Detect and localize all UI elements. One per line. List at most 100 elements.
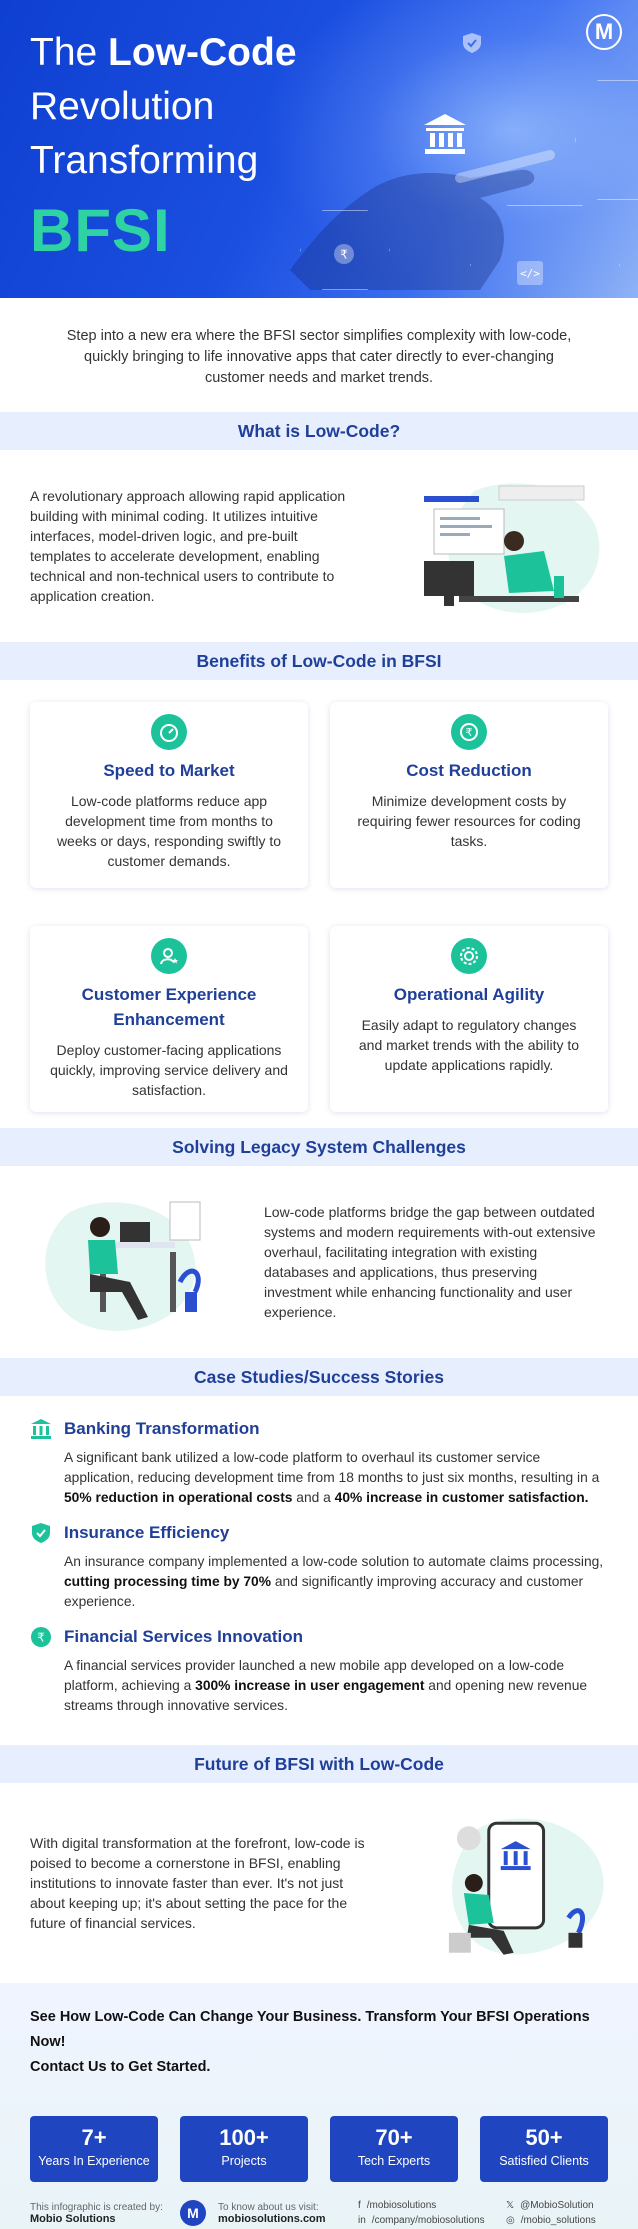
facebook-icon: f [358, 2200, 361, 2211]
case-title: Banking Transformation [64, 1419, 260, 1438]
hero-banner: ₹ </> M The Low-Code Revolution Transfor… [0, 0, 638, 298]
intro-text: Step into a new era where the BFSI secto… [66, 328, 572, 386]
office-worker-illustration [45, 1201, 201, 1331]
mobio-logo[interactable]: M [586, 14, 622, 50]
code-icon: </> [517, 261, 543, 285]
svg-text:₹: ₹ [340, 248, 348, 262]
legacy-text: Low-code platforms bridge the gap betwee… [264, 1204, 596, 1320]
svg-text:₹: ₹ [466, 726, 473, 739]
footer-facebook[interactable]: /mobiosolutions [366, 2200, 437, 2211]
legacy-section: Low-code platforms bridge the gap betwee… [0, 1166, 638, 1358]
stat-number: 50+ [525, 2125, 563, 2150]
stat-projects: 100+ Projects [180, 2116, 308, 2182]
future-section: With digital transformation at the foref… [0, 1783, 638, 1983]
case-text: An insurance company implemented a low-c… [64, 1552, 608, 1612]
stat-label: Projects [221, 2154, 267, 2168]
hero-hexagon [575, 80, 638, 200]
benefit-text: Deploy customer-facing applications quic… [50, 1042, 288, 1098]
stat-clients: 50+ Satisfied Clients [480, 2116, 608, 2182]
benefit-title: Operational Agility [393, 985, 545, 1004]
stat-number: 7+ [81, 2125, 107, 2150]
hero-highlight: BFSI [30, 197, 171, 264]
rupee-coin-icon: ₹ [31, 1627, 51, 1647]
footer-created-label: This infographic is created by: [30, 2201, 163, 2213]
case-highlight: 300% increase in user engagement [195, 1678, 425, 1693]
rupee-coin-icon: ₹ [334, 244, 354, 264]
case-text: A financial services provider launched a… [64, 1656, 608, 1716]
stat-label: Years In Experience [38, 2154, 150, 2168]
gear-icon [451, 938, 487, 974]
stat-label: Satisfied Clients [499, 2154, 589, 2168]
case-text-part: A financial services provider launched a… [64, 1658, 565, 1693]
stat-number: 100+ [219, 2125, 269, 2150]
speedometer-icon [151, 714, 187, 750]
benefit-title: Cost Reduction [406, 761, 532, 780]
footer-credit: This infographic is created by: Mobio So… [30, 2202, 180, 2225]
benefit-card-customer: Customer Experience Enhancement Deploy c… [30, 926, 308, 1112]
benefit-text: Minimize development costs by requiring … [357, 793, 581, 849]
future-text: With digital transformation at the foref… [30, 1835, 365, 1931]
cta-text: See How Low-Code Can Change Your Busines… [30, 2005, 608, 2080]
footer-visit: To know about us visit: mobiosolutions.c… [218, 2202, 358, 2225]
case-text-part: An insurance company implemented a low-c… [64, 1554, 604, 1569]
stat-years: 7+ Years In Experience [30, 2116, 158, 2182]
stat-number: 70+ [375, 2125, 413, 2150]
section-heading-legacy: Solving Legacy System Challenges [0, 1128, 638, 1166]
section-heading-benefits: Benefits of Low-Code in BFSI [0, 642, 638, 680]
case-highlight: 50% reduction in operational costs [64, 1490, 293, 1505]
hero-hand-illustration [290, 150, 555, 290]
case-item-insurance: Insurance Efficiency An insurance compan… [30, 1522, 608, 1612]
footer-visit-label: To know about us visit: [218, 2201, 319, 2213]
bank-icon [31, 1419, 51, 1439]
case-item-financial: ₹ Financial Services Innovation A financ… [30, 1626, 608, 1716]
cta-section: See How Low-Code Can Change Your Busines… [0, 1983, 638, 2229]
instagram-icon: ◎ [506, 2215, 515, 2226]
footer-website[interactable]: mobiosolutions.com [218, 2212, 326, 2225]
hero-hexagon [300, 210, 390, 290]
footer: This infographic is created by: Mobio So… [30, 2200, 608, 2226]
twitter-x-icon: 𝕏 [506, 2200, 515, 2211]
user-star-icon [151, 938, 187, 974]
cta-line1: See How Low-Code Can Change Your Busines… [30, 2009, 590, 2050]
bank-icon [424, 114, 466, 154]
stat-label: Tech Experts [357, 2154, 431, 2168]
hero-title-pre: The [30, 31, 109, 74]
case-text-part: and opening new revenue streams through … [64, 1678, 588, 1713]
case-text-part: A significant bank utilized a low-code p… [64, 1450, 600, 1485]
footer-linkedin[interactable]: /company/mobiosolutions [371, 2215, 485, 2226]
hero-title-line3: Transforming [30, 139, 259, 182]
footer-logo[interactable]: M [180, 2200, 206, 2226]
developer-illustration [424, 483, 600, 613]
benefit-title: Speed to Market [103, 761, 235, 780]
case-title: Financial Services Innovation [64, 1627, 304, 1646]
hero-title: The Low-Code Revolution Transforming [30, 26, 297, 188]
footer-twitter[interactable]: @MobioSolution [520, 2200, 594, 2211]
case-title: Insurance Efficiency [64, 1523, 230, 1542]
footer-social-right: 𝕏 @MobioSolution ◎ /mobio_solutions [506, 2200, 596, 2226]
footer-social-left: f/mobiosolutions in/company/mobiosolutio… [358, 2200, 506, 2226]
rupee-icon: ₹ [451, 714, 487, 750]
section-heading-cases: Case Studies/Success Stories [0, 1358, 638, 1396]
case-text-part: and significantly improving accuracy and… [64, 1574, 584, 1609]
case-highlight: cutting processing time by 70% [64, 1574, 272, 1589]
svg-text:</>: </> [520, 267, 540, 280]
benefit-card-speed: Speed to Market Low-code platforms reduc… [30, 702, 308, 888]
case-text: A significant bank utilized a low-code p… [64, 1448, 608, 1508]
case-highlight: 40% increase in customer satisfaction. [334, 1490, 589, 1505]
cta-line2[interactable]: Contact Us to Get Started. [30, 2059, 211, 2075]
section-heading-future: Future of BFSI with Low-Code [0, 1745, 638, 1783]
benefit-text: Easily adapt to regulatory changes and m… [358, 1017, 580, 1073]
benefit-card-agility: Operational Agility Easily adapt to regu… [330, 926, 608, 1112]
hero-title-bold: Low-Code [108, 31, 297, 74]
case-text-part: and a [292, 1490, 335, 1505]
what-text: A revolutionary approach allowing rapid … [30, 488, 346, 604]
stats-row: 7+ Years In Experience 100+ Projects 70+ Te… [30, 2116, 608, 2182]
footer-company: Mobio Solutions [30, 2212, 116, 2225]
what-section: A revolutionary approach allowing rapid … [0, 450, 638, 642]
mobile-banking-illustration [448, 1818, 604, 1955]
case-item-banking: Banking Transformation A significant ban… [30, 1418, 608, 1508]
footer-instagram[interactable]: /mobio_solutions [520, 2215, 596, 2226]
stat-experts: 70+ Tech Experts [330, 2116, 458, 2182]
svg-text:₹: ₹ [37, 1631, 45, 1645]
shield-check-icon [463, 33, 481, 53]
